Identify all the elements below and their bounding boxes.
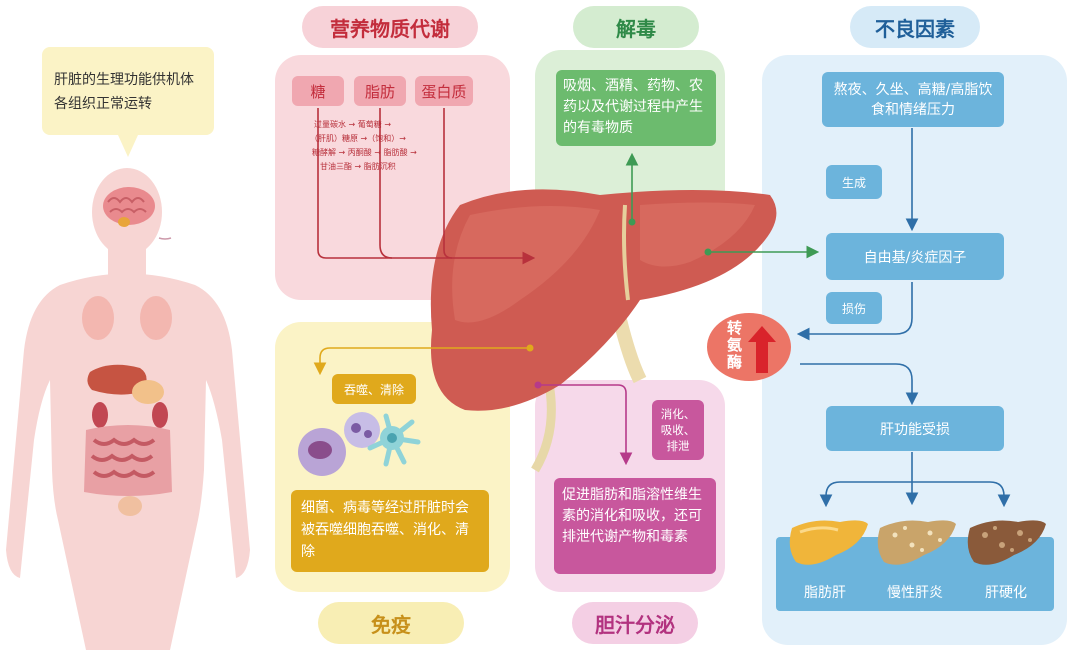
- tag-sugar: 糖: [292, 76, 344, 106]
- falciform-ligament: [622, 204, 630, 301]
- immune-tag: 吞噬、清除: [332, 374, 416, 404]
- bile-text: 促进脂肪和脂溶性维生素的消化和吸收，还可排泄代谢产物和毒素: [554, 478, 716, 574]
- outcome-chronic-hepatitis: 慢性肝炎: [887, 585, 943, 601]
- cirrhosis-liver-icon: [967, 520, 1046, 565]
- pathway-line-4: 甘油三酯 → 脂肪沉积: [320, 162, 396, 171]
- brain-icon: [103, 187, 155, 227]
- bubble-tail: [118, 135, 138, 157]
- immune-text: 细菌、病毒等经过肝脏时会被吞噬细胞吞噬、消化、清除: [291, 490, 489, 572]
- causes-box: 熬夜、久坐、高糖/高脂饮食和情绪压力: [822, 72, 1004, 127]
- enzyme-label: 转氨酶: [727, 319, 743, 371]
- pathway-line-2: （肝肌）糖原 →（饱和）→: [310, 134, 406, 143]
- bile-tag: 消化、吸收、排泄: [652, 400, 704, 460]
- fatty-liver-icon: [789, 520, 868, 565]
- hepatitis-liver-icon: [877, 520, 956, 565]
- damage-label: 损伤: [826, 292, 882, 324]
- detox-title: 解毒: [573, 6, 699, 48]
- tag-fat: 脂肪: [354, 76, 406, 106]
- outcome-cirrhosis: 肝硬化: [985, 585, 1027, 601]
- nutrition-title: 营养物质代谢: [302, 6, 478, 48]
- enzyme-badge: [707, 313, 791, 381]
- pathway-line-3: 糖酵解 → 丙酮酸 → 脂肪酸 →: [312, 148, 417, 157]
- hepatic-vessel: [613, 318, 647, 384]
- liver-damage-box: 肝功能受损: [826, 406, 1004, 451]
- pathway-line-1: 过量碳水 → 葡萄糖 →: [314, 120, 392, 129]
- tag-protein: 蛋白质: [415, 76, 473, 106]
- outcome-fatty-liver: 脂肪肝: [804, 585, 846, 601]
- generate-label: 生成: [826, 165, 882, 199]
- bile-title: 胆汁分泌: [572, 602, 698, 644]
- factors-title: 不良因素: [850, 6, 980, 48]
- immune-title: 免疫: [318, 602, 464, 644]
- detox-text: 吸烟、酒精、药物、农药以及代谢过程中产生的有毒物质: [556, 70, 716, 146]
- radicals-box: 自由基/炎症因子: [826, 233, 1004, 280]
- intro-bubble: [42, 47, 214, 135]
- intro-text: 肝脏的生理功能供机体各组织正常运转: [54, 72, 194, 112]
- organs: [82, 296, 172, 516]
- mouth-line: [158, 237, 172, 240]
